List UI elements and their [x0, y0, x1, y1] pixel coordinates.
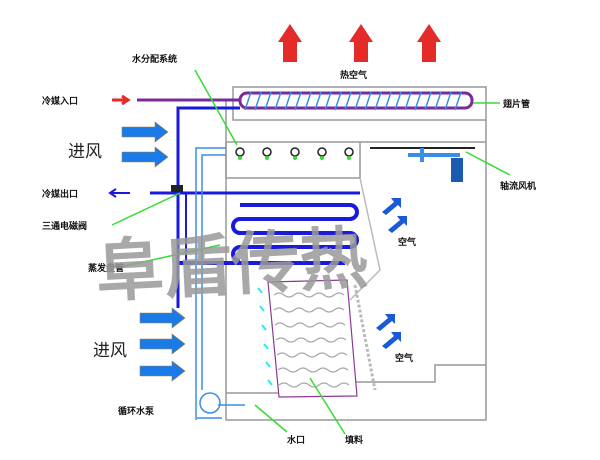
inlet-arrow-icon	[112, 94, 131, 106]
packing	[257, 279, 358, 398]
outlet-arrow-icon	[108, 188, 130, 198]
leader-lines	[111, 192, 346, 435]
refrigerant-pipes	[137, 98, 360, 308]
air-flow-arrows	[376, 198, 407, 349]
evaporator-coil-label: 蒸发盘管	[88, 262, 124, 274]
water-outlet-label: 水口	[287, 434, 305, 446]
air-label-1: 空气	[398, 236, 416, 248]
hot-air-label: 热空气	[340, 69, 367, 81]
spray-nozzles	[235, 147, 354, 157]
water-distribution-label: 水分配系统	[132, 53, 177, 65]
packing-label: 填料	[345, 434, 363, 446]
air-label-2: 空气	[395, 352, 413, 364]
refrigerant-inlet-label: 冷媒入口	[42, 95, 78, 107]
pump-label: 循环水泵	[118, 405, 155, 417]
watermark: 阜盾传热	[94, 220, 370, 313]
hot-air-arrows	[278, 24, 441, 62]
solenoid-valve-icon	[171, 185, 183, 192]
water-pipe	[195, 147, 245, 420]
solenoid-valve-label: 三通电磁阀	[42, 220, 87, 232]
fan-icon	[370, 147, 475, 182]
air-in-label-1: 进风	[68, 142, 102, 162]
inlet-air-arrows	[121, 121, 186, 382]
fan-label: 轴流风机	[500, 180, 536, 192]
fin-tube	[238, 91, 474, 111]
fin-tube-label: 翅片管	[502, 98, 530, 110]
air-in-label-2: 进风	[93, 341, 127, 361]
refrigerant-outlet-label: 冷媒出口	[42, 188, 78, 200]
